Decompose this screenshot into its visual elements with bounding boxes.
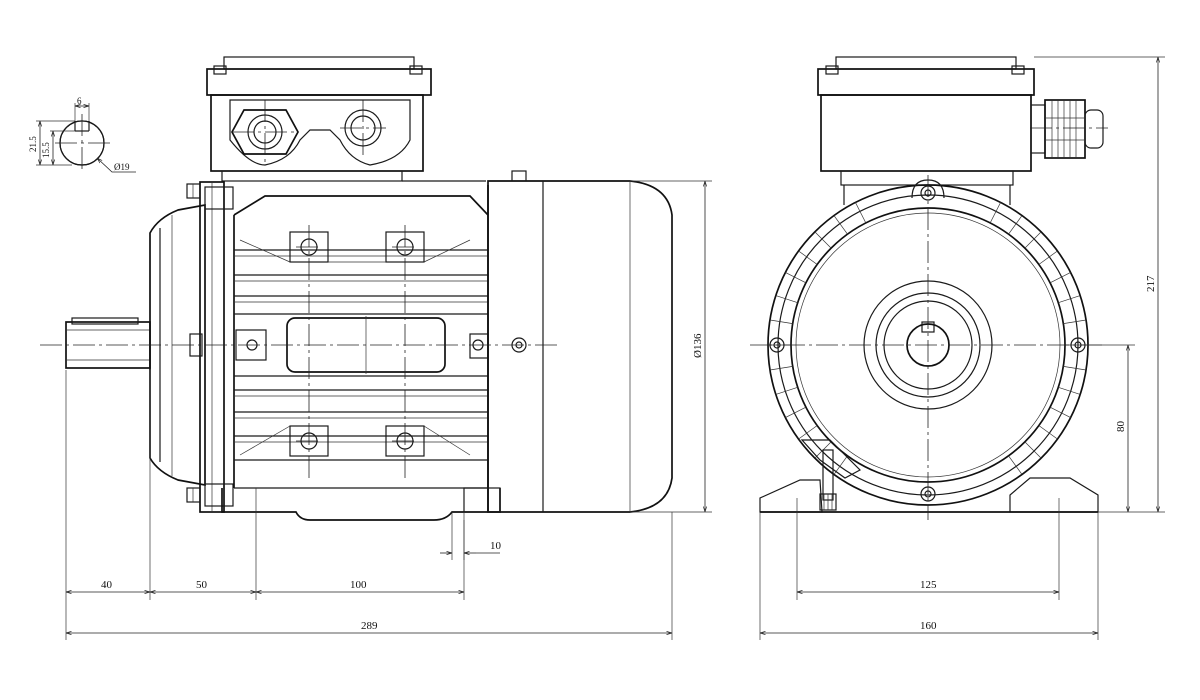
shaft-total-height-label: 21.5 [28, 136, 38, 152]
motor-front-view [750, 56, 1108, 520]
mounting-lugs [239, 231, 471, 457]
fin-line [833, 215, 848, 235]
output-shaft [65, 317, 151, 369]
front-feet [759, 439, 1099, 513]
dim-shaft-to-foot: 50 [196, 579, 208, 591]
cable-gland [1030, 99, 1104, 159]
fin-line [1049, 272, 1071, 284]
fin-line [775, 295, 798, 304]
dim-shaft-length: 40 [101, 579, 113, 591]
shaft-key-height-label: 15.5 [41, 142, 51, 158]
side-view-dimensions [65, 180, 712, 640]
fin-line [1024, 231, 1042, 249]
fin-line [1063, 319, 1087, 324]
shaft-diameter-label: Ø19 [114, 162, 130, 172]
dim-foot-width: 10 [490, 540, 502, 552]
fin-line [1038, 425, 1058, 440]
fin-line [798, 250, 818, 265]
terminal-box-front [817, 56, 1035, 205]
terminal-box [206, 56, 486, 182]
fin-line [1024, 441, 1042, 459]
dim-body-diameter: Ø136 [692, 333, 704, 358]
fan-cover [487, 170, 673, 513]
fin-line [769, 366, 793, 371]
fin-line [814, 231, 832, 249]
fin-line [769, 319, 793, 324]
cooling-fins [234, 249, 488, 461]
fin-line [1049, 406, 1071, 418]
key-width-label: 6 [77, 96, 82, 106]
fin-line [1058, 386, 1081, 395]
fin-line [1008, 455, 1023, 475]
fin-line [1038, 250, 1058, 265]
fin-line [785, 406, 807, 418]
fin-line [1063, 366, 1087, 371]
fin-line [798, 425, 818, 440]
fin-line [855, 202, 867, 224]
dim-foot-holes: 125 [920, 579, 937, 591]
fin-line [785, 272, 807, 284]
radial-fins [768, 202, 1088, 475]
fin-line [1008, 215, 1023, 235]
mounting-foot [221, 487, 501, 521]
fin-line [989, 202, 1001, 224]
dim-total-height: 217 [1145, 275, 1157, 292]
dim-total-length: 289 [361, 620, 378, 632]
dim-base-width: 160 [920, 620, 937, 632]
dim-shaft-height: 80 [1115, 421, 1127, 433]
motor-body [233, 185, 489, 512]
dim-foot-spacing: 100 [350, 579, 367, 591]
motor-side-view [40, 56, 673, 521]
front-view-dimensions [759, 56, 1165, 640]
fin-line [1058, 295, 1081, 304]
fin-line [775, 386, 798, 395]
shaft-section-detail [36, 103, 136, 173]
flange-end-shield [149, 181, 234, 513]
